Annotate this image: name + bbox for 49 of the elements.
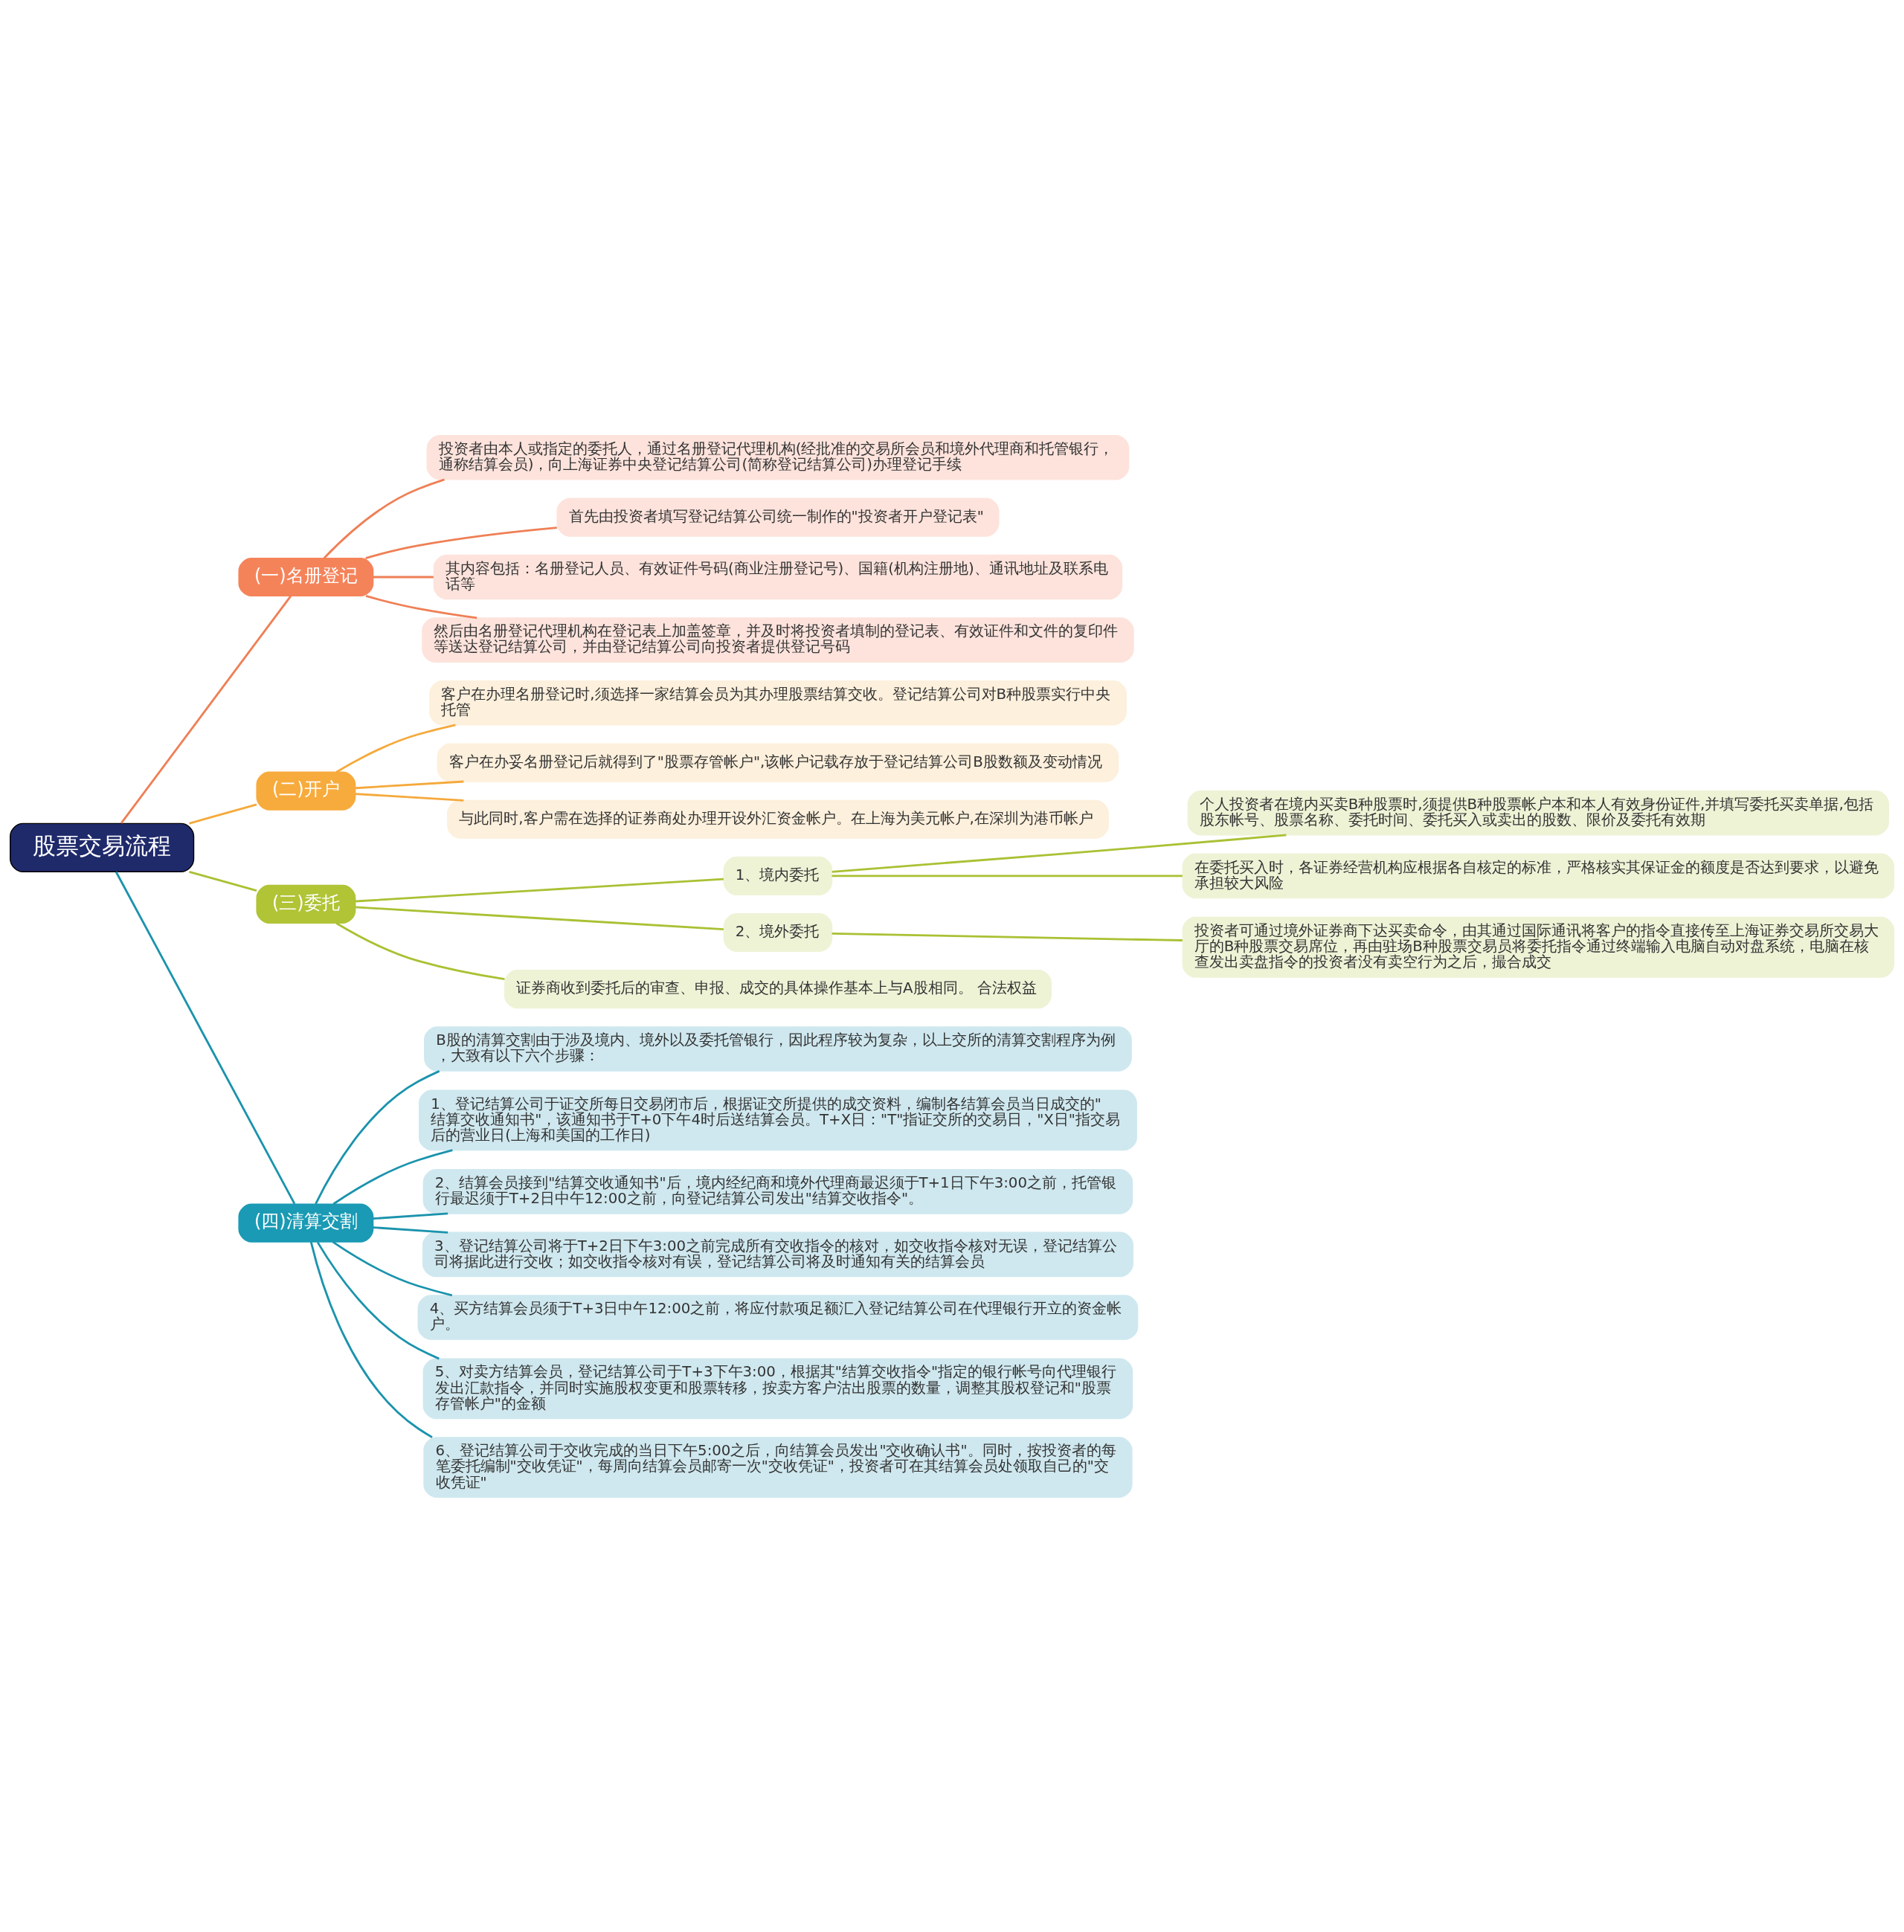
node-box: 证券商收到委托后的审查、申报、成交的具体操作基本上与A股相同。 合法权益 bbox=[504, 969, 1052, 1008]
connector bbox=[335, 723, 456, 773]
connector bbox=[355, 878, 724, 902]
node-box: 在委托买入时，各证券经营机构应根据各自核定的标准，严格核实其保证金的额度是否达到要求，以避免承担较大风险 bbox=[1182, 853, 1894, 898]
connector bbox=[365, 526, 557, 559]
node-box: 然后由名册登记代理机构在登记表上加盖签章，并及时将投资者填制的登记表、有效证件和文件的复印件等送达登记结算公司，并由登记结算公司向投资者提供登记号码 bbox=[422, 616, 1134, 663]
node-box: (二)开户 bbox=[256, 771, 356, 811]
node-box: 其内容包括：名册登记人员、有效证件号码(商业注册登记号)、国籍(机构注册地)、通讯地址及联系电话等 bbox=[433, 554, 1123, 599]
node-box: 1、登记结算公司于证交所每日交易闭市后，根据证交所提供的成交资料，编制各结算会员当日成交的"结算交收通知书"，该通知书于T+0下午4时后送结算会员。T+X日："T"指证交所的交易日，"X日"指交易后的营业日(上海和美国的工作日) bbox=[418, 1089, 1137, 1150]
connector bbox=[832, 834, 1287, 873]
node-box: 首先由投资者填写登记结算公司统一制作的"投资者开户登记表" bbox=[556, 498, 1000, 537]
connector bbox=[355, 792, 464, 802]
node-box: (三)委托 bbox=[256, 884, 356, 924]
node-box: 个人投资者在境内买卖B种股票时,须提供B种股票帐户本和本人有效身份证件,并填写委托买卖单据,包括股东帐号、股票名称、委托时间、委托买入或卖出的股数、限价及委托有效期 bbox=[1187, 790, 1889, 836]
node-box: 3、登记结算公司将于T+2日下午3:00之前完成所有交收指令的核对，如交收指令核对无误，登记结算公司将据此进行交收；如交收指令核对有误，登记结算公司将及时通知有关的结算会员 bbox=[422, 1231, 1133, 1277]
node-box: 客户在办理名册登记时,须选择一家结算会员为其办理股票结算交收。登记结算公司对B种股票实行中央托管 bbox=[429, 680, 1127, 726]
connector bbox=[832, 874, 1183, 877]
connector bbox=[189, 870, 257, 892]
connector bbox=[332, 1148, 453, 1205]
connector bbox=[373, 1226, 448, 1234]
connector bbox=[323, 478, 445, 558]
connector bbox=[189, 803, 257, 825]
node-box: 投资者由本人或指定的委托人，通过名册登记代理机构(经批准的交易所会员和境外代理商和托管银行，通称结算会员)，向上海证券中央登记结算公司(简称登记结算公司)办理登记手续 bbox=[426, 434, 1130, 480]
node-box: 投资者可通过境外证券商下达买卖命令，由其通过国际通讯将客户的指令直接传至上海证券交易所交易大厅的B种股票交易席位，再由驻场B种股票交易员将委托指令通过终端输入电脑自动对盘系统，电脑在核查发出卖盘指令的投资者没有卖空行为之后，撮合成交 bbox=[1182, 916, 1894, 978]
connector bbox=[316, 1241, 440, 1359]
connector bbox=[832, 932, 1183, 941]
connector bbox=[373, 1212, 448, 1220]
connector bbox=[365, 594, 477, 619]
node-box: (四)清算交割 bbox=[238, 1203, 374, 1243]
connector bbox=[332, 1240, 453, 1296]
node-box: 5、对卖方结算会员，登记结算公司于T+3下午3:00，根据其"结算交收指令"指定的银行帐号向代理银行发出汇款指令，并同时实施股权变更和股票转移，按卖方客户沽出股票的数量，调整其股权登记和"股票存管帐户"的金额 bbox=[422, 1358, 1133, 1419]
node-box: B股的清算交割由于涉及境内、境外以及委托管银行，因此程序较为复杂，以上交所的清算交割程序为例，大致有以下六个步骤： bbox=[424, 1025, 1132, 1072]
node-box: (一)名册登记 bbox=[238, 557, 374, 596]
node-box: 2、结算会员接到"结算交收通知书"后，境内经纪商和境外代理商最迟须于T+1日下午3:00之前，托管银行最迟须于T+2日中午12:00之前，向登记结算公司发出"结算交收指令"。 bbox=[422, 1168, 1133, 1214]
node-box: 客户在办妥名册登记后就得到了"股票存管帐户",该帐户记载存放于登记结算公司B股数额及变动情况 bbox=[437, 743, 1119, 782]
connector bbox=[315, 1069, 440, 1204]
connector bbox=[335, 921, 505, 980]
node-box: 与此同时,客户需在选择的证券商处办理开设外汇资金帐户。在上海为美元帐户,在深圳为港币帐户 bbox=[447, 799, 1109, 839]
node-box: 4、买方结算会员须于T+3日中午12:00之前，将应付款项足额汇入登记结算公司在代理银行开立的资金帐户。 bbox=[417, 1294, 1139, 1340]
connector bbox=[120, 595, 292, 824]
connector bbox=[373, 576, 434, 578]
node-box: 6、登记结算公司于交收完成的当日下午5:00之后，向结算会员发出"交收确认书"。同时，按投资者的每笔委托编制"交收凭证"，每周向结算会员邮寄一次"交收凭证"，投资者可在其结算会员处领取自己的"交收凭证" bbox=[423, 1436, 1133, 1498]
node-box: 股票交易流程 bbox=[10, 822, 195, 872]
connector bbox=[115, 871, 296, 1204]
connector bbox=[355, 780, 464, 789]
node-box: 2、境外委托 bbox=[723, 912, 833, 952]
node-box: 1、境内委托 bbox=[723, 856, 833, 895]
connector bbox=[309, 1241, 433, 1438]
connector bbox=[355, 906, 724, 930]
